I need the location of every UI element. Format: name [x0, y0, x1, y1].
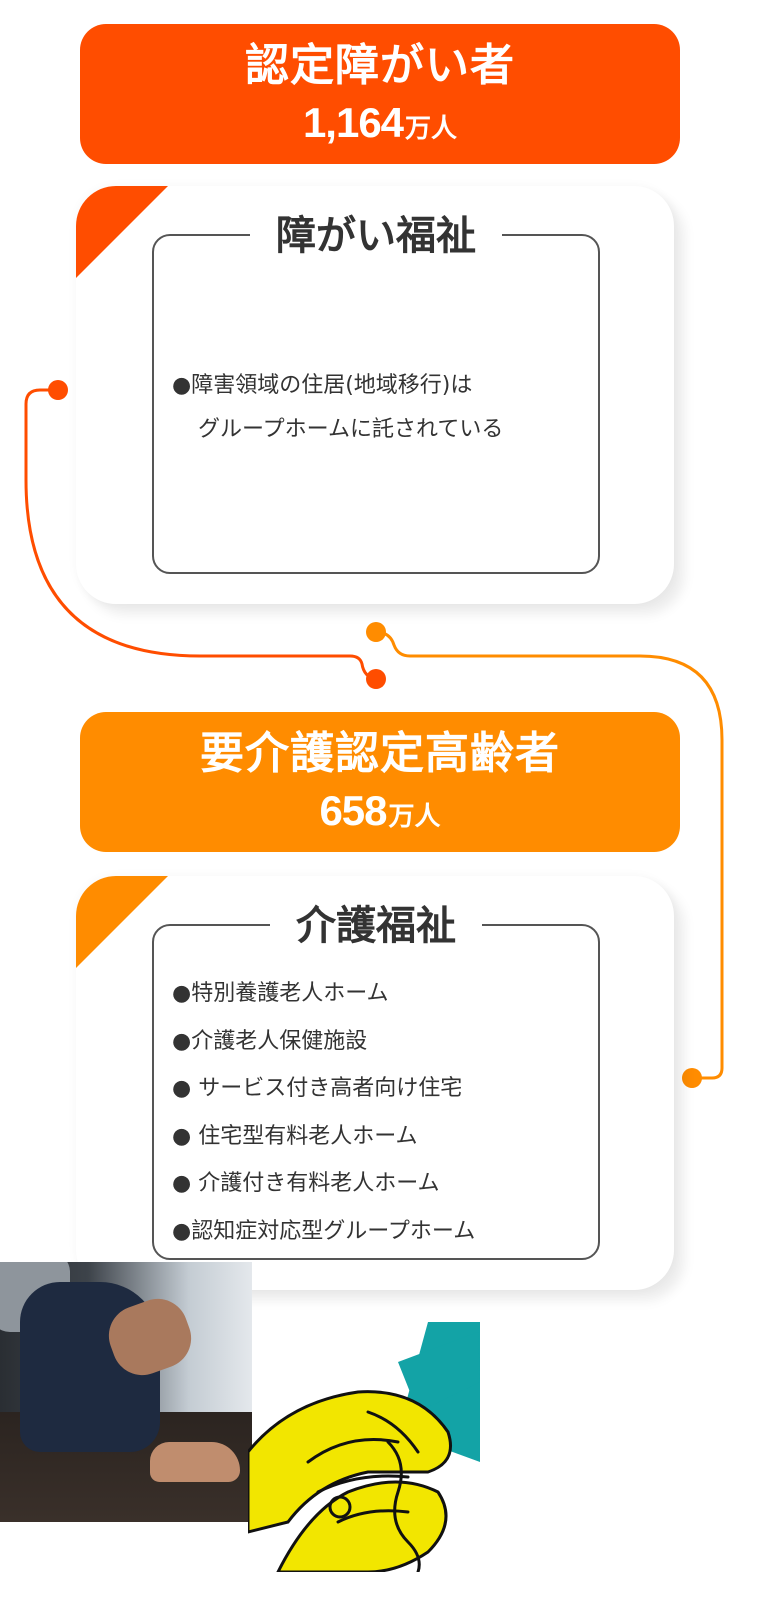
list-item: ●介護老人保健施設	[172, 1028, 368, 1054]
elderly-banner-title: 要介護認定高齢者	[200, 728, 560, 779]
care-welfare-list: ●特別養護老人ホーム ●介護老人保健施設 ● サービス付き高者向け住宅 ● 住宅…	[172, 970, 588, 1255]
teal-sleeve-detail	[398, 1332, 480, 1412]
disability-welfare-line: ●障害領域の住居(地域移行)は	[172, 373, 473, 398]
disability-banner: 認定障がい者 1,164万人	[80, 24, 680, 164]
disability-welfare-text: ●障害領域の住居(地域移行)は グループホームに託されている	[172, 364, 588, 452]
elderly-count-unit: 万人	[388, 802, 441, 832]
person-sitting-photo	[0, 1262, 252, 1522]
disability-banner-count: 1,164万人	[80, 102, 680, 144]
disability-banner-title: 認定障がい者	[245, 40, 515, 91]
care-welfare-title: 介護福祉	[270, 902, 482, 950]
yellow-hand-shape-lower	[276, 1480, 448, 1572]
ring-outline	[328, 1495, 352, 1519]
disability-count-unit: 万人	[405, 114, 458, 144]
holding-hands-illustration	[248, 1322, 480, 1572]
elderly-banner: 要介護認定高齢者 658万人	[80, 712, 680, 852]
list-item: ● 介護付き有料老人ホーム	[172, 1171, 440, 1196]
orange-connector-dot-top	[366, 622, 386, 642]
list-item: ●特別養護老人ホーム	[172, 981, 389, 1006]
care-welfare-frame: 介護福祉 ●特別養護老人ホーム ●介護老人保健施設 ● サービス付き高者向け住宅…	[152, 902, 600, 1260]
disability-welfare-line: グループホームに託されている	[198, 417, 504, 442]
list-item: ● サービス付き高者向け住宅	[172, 1076, 463, 1101]
orange-connector-dot-bottom	[682, 1068, 702, 1088]
red-connector-dot-right	[366, 669, 386, 689]
photo-foot-shape	[150, 1442, 240, 1482]
disability-count-value: 1,164	[302, 99, 404, 146]
disability-welfare-title: 障がい福祉	[250, 212, 502, 260]
red-connector-dot-left	[48, 380, 68, 400]
list-item: ●認知症対応型グループホーム	[172, 1218, 476, 1244]
list-item: ● 住宅型有料老人ホーム	[172, 1123, 418, 1149]
disability-welfare-card: 障がい福祉 ●障害領域の住居(地域移行)は グループホームに託されている	[76, 186, 674, 604]
elderly-count-value: 658	[319, 787, 387, 834]
finger-outline-stroke	[386, 1440, 421, 1572]
hand-outline-strokes	[306, 1410, 420, 1524]
disability-welfare-frame: 障がい福祉 ●障害領域の住居(地域移行)は グループホームに託されている	[152, 212, 600, 574]
care-welfare-card: 介護福祉 ●特別養護老人ホーム ●介護老人保健施設 ● サービス付き高者向け住宅…	[76, 876, 674, 1290]
elderly-banner-count: 658万人	[80, 790, 680, 832]
